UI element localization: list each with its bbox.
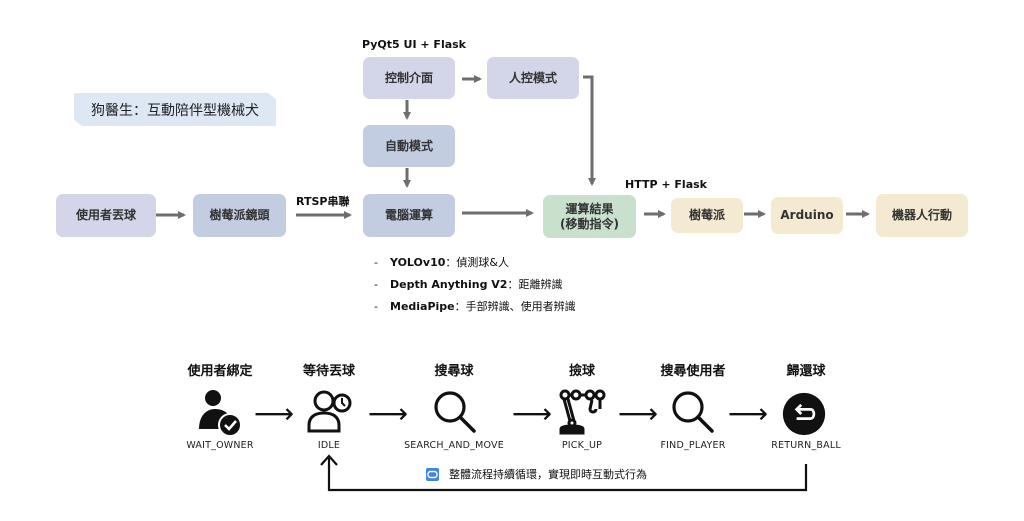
ui-group-label: PyQt5 UI + Flask	[362, 38, 467, 51]
model-item: -YOLOv10：偵測球&人	[374, 256, 509, 269]
node-auto-mode: 自動模式	[363, 125, 455, 167]
return-icon	[782, 392, 826, 436]
flow-arrow-icon: ⟶	[368, 397, 409, 430]
node-pi-camera: 樹莓派鏡頭	[193, 194, 286, 237]
model-list: -YOLOv10：偵測球&人 -Depth Anything V2：距離辨識 -…	[374, 252, 576, 318]
state-code: IDLE	[317, 440, 341, 451]
node-raspberry-pi: 樹莓派	[671, 198, 743, 233]
state-code: FIND_PLAYER	[660, 440, 726, 451]
diagram-title: 狗醫生：互動陪伴型機械犬	[74, 93, 276, 126]
node-control-panel: 控制介面	[363, 57, 455, 99]
node-manual-mode: 人控模式	[487, 57, 579, 99]
flow-arrow-icon: ⟶	[618, 397, 659, 430]
search-icon	[434, 391, 476, 433]
search-icon	[672, 391, 714, 433]
loop-note: 整體流程持續循環，實現即時互動式行為	[426, 466, 647, 482]
arrow-manual-to-result	[583, 75, 596, 186]
robot-arm-icon	[559, 389, 606, 435]
user-clock-icon	[307, 390, 352, 433]
model-item: -MediaPipe：手部辨識、使用者辨識	[374, 300, 576, 313]
state-code: SEARCH_AND_MOVE	[404, 440, 504, 451]
flow-arrow-icon: ⟶	[254, 397, 295, 430]
node-arduino: Arduino	[771, 197, 843, 234]
state-title: 使用者綁定	[187, 364, 253, 379]
flow-arrow-icon: ⟶	[512, 397, 553, 430]
node-pc-compute: 電腦運算	[363, 194, 455, 237]
loop-line	[327, 458, 808, 492]
node-robot-action: 機器人行動	[876, 194, 968, 237]
repeat-icon	[426, 467, 439, 481]
loop-note-text: 整體流程持續循環，實現即時互動式行為	[449, 468, 647, 481]
state-code: PICK_UP	[561, 440, 603, 451]
state-code: RETURN_BALL	[771, 440, 841, 451]
state-code: WAIT_OWNER	[186, 440, 254, 451]
state-title: 搜尋使用者	[660, 364, 726, 379]
state-title: 搜尋球	[434, 364, 474, 379]
state-title: 撿球	[568, 364, 595, 379]
state-title: 等待丟球	[302, 364, 355, 379]
loop-arrowhead	[320, 454, 338, 466]
result-line-1: 運算結果	[565, 201, 614, 216]
rtsp-label: RTSP串聯	[296, 195, 350, 208]
flow-arrow-icon: ⟶	[728, 397, 769, 430]
node-compute-result: 運算結果 (移動指令)	[543, 195, 636, 238]
model-item: -Depth Anything V2：距離辨識	[374, 278, 563, 291]
http-label: HTTP + Flask	[625, 178, 707, 191]
node-user-throw: 使用者丟球	[56, 194, 156, 237]
result-line-2: (移動指令)	[560, 216, 619, 231]
user-check-icon	[199, 390, 242, 437]
state-title: 歸還球	[786, 364, 826, 379]
